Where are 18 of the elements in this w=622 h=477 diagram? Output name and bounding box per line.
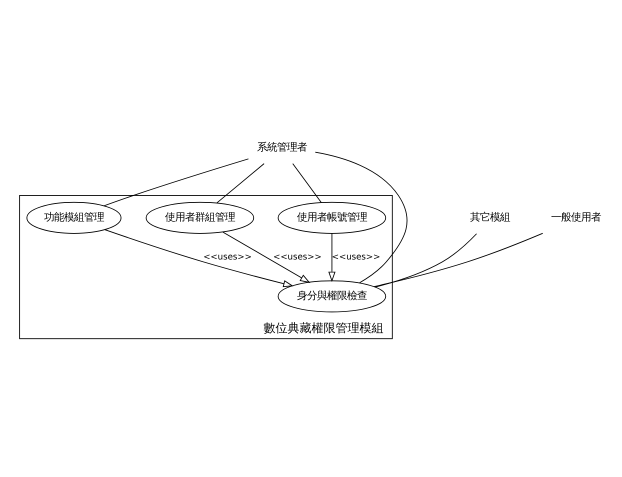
node-ellipse: 功能模組管理 — [26, 201, 122, 234]
node-text: 系統管理者 — [256, 141, 307, 154]
edge-label: <<uses>> — [332, 252, 380, 262]
connector — [104, 158, 249, 206]
node-text: 其它模組 — [470, 211, 510, 224]
connector — [373, 232, 544, 287]
node-ellipse: 使用者群組管理 — [146, 201, 254, 234]
connector — [374, 232, 478, 287]
node-ellipse: 使用者帳號管理 — [278, 201, 386, 234]
node-text: 一般使用者 — [551, 211, 602, 224]
edge-label: <<uses>> — [273, 252, 322, 262]
arrow — [222, 231, 310, 282]
arrow — [328, 232, 336, 282]
arrow — [104, 228, 294, 287]
edge-label: <<uses>> — [203, 252, 252, 262]
connector — [314, 151, 408, 283]
connector — [216, 162, 265, 203]
connector — [292, 162, 322, 202]
